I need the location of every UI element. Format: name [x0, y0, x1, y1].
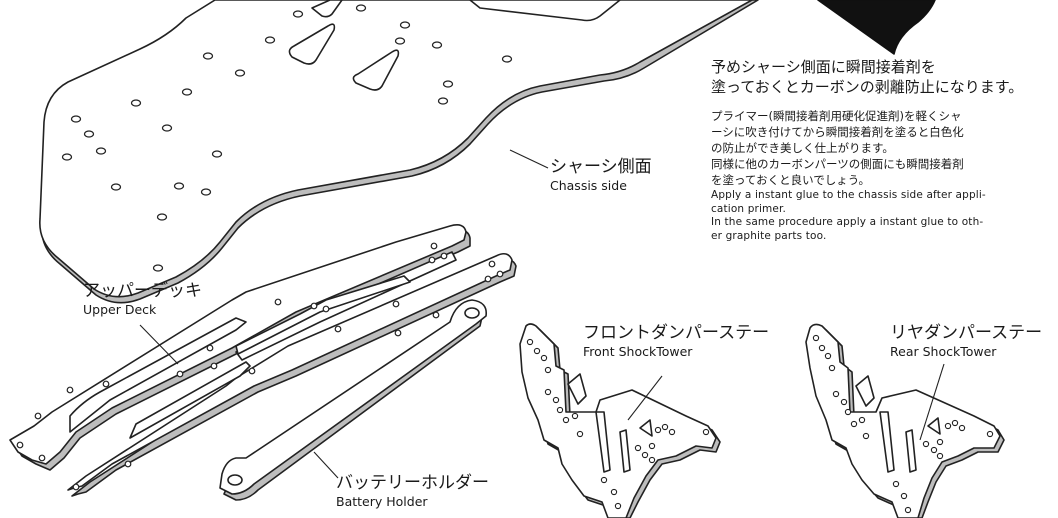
- battery-holder: [219, 299, 488, 501]
- rear-shock-tower-label-jp: リヤダンパーステー: [890, 323, 1043, 343]
- instruction-body-line: ーシに吹き付けてから瞬間接着剤を塗ると白色化: [711, 125, 964, 139]
- instruction-title: 予めシャーシ側面に瞬間接着剤を 塗っておくとカーボンの剥離防止になります。: [711, 57, 1023, 97]
- upper-deck-label-en: Upper Deck: [83, 302, 157, 317]
- upper-deck: [9, 224, 517, 497]
- leader-lines: [139, 149, 945, 479]
- chassis-side-label-jp: シャーシ側面: [550, 157, 652, 177]
- front-shock-tower: [519, 323, 721, 518]
- chassis-side-label-en: Chassis side: [550, 178, 627, 193]
- body-shell-corner: [817, 0, 936, 55]
- rear-shock-tower: [805, 323, 1005, 518]
- instruction-body-en-line: In the same procedure apply a instant gl…: [711, 216, 984, 228]
- instruction-body-en-line: er graphite parts too.: [711, 229, 827, 242]
- front-shock-tower-label-jp: フロントダンパーステー: [583, 323, 770, 343]
- battery-holder-label-jp: バッテリーホルダー: [336, 473, 489, 493]
- upper-deck-label-jp: アッパーデッキ: [83, 281, 202, 301]
- rear-shock-tower-label-en: Rear ShockTower: [890, 344, 997, 359]
- instruction-body-en-line: Apply a instant glue to the chassis side…: [711, 189, 986, 201]
- battery-holder-label-en: Battery Holder: [336, 494, 428, 509]
- instruction-body-line: 同様に他のカーボンパーツの側面にも瞬間接着剤: [711, 157, 964, 171]
- instruction-body-en-line: cation primer.: [711, 202, 787, 215]
- instruction-body-en: Apply a instant glue to the chassis side…: [711, 189, 986, 243]
- instruction-body-line: プライマー(瞬間接着剤用硬化促進剤)を軽くシャ: [711, 109, 962, 123]
- front-shock-tower-label-en: Front ShockTower: [583, 344, 693, 359]
- chassis-plate: [39, 0, 759, 304]
- instruction-body-line: の防止ができ美しく仕上がります。: [711, 141, 894, 155]
- instruction-title-line: 予めシャーシ側面に瞬間接着剤を: [711, 58, 936, 76]
- instruction-body-line: を塗っておくと良いでしょう。: [711, 173, 871, 187]
- instruction-body-jp: プライマー(瞬間接着剤用硬化促進剤)を軽くシャ ーシに吹き付けてから瞬間接着剤を…: [711, 108, 964, 188]
- instruction-title-line: 塗っておくとカーボンの剥離防止になります。: [711, 78, 1024, 96]
